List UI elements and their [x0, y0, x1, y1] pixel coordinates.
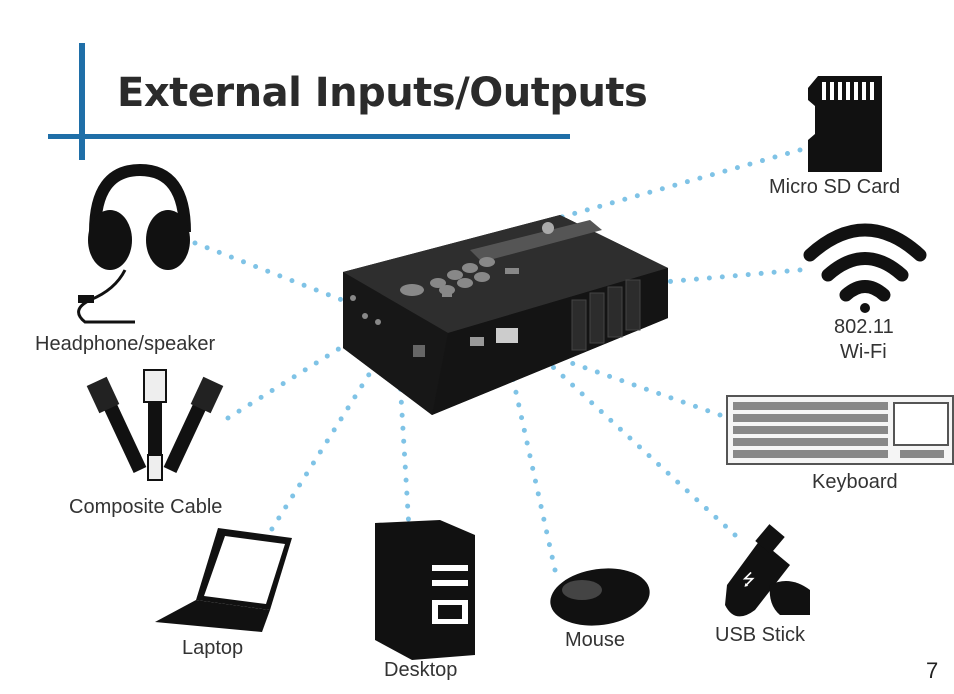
composite-cable-label: Composite Cable [69, 496, 223, 518]
page-number: 7 [926, 658, 939, 683]
line-laptop [262, 362, 378, 543]
laptop-icon [155, 528, 292, 632]
title-accent-bar-horizontal [48, 134, 570, 139]
keyboard-icon [726, 395, 954, 465]
usb-stick-icon: ⭍ [725, 524, 810, 617]
wifi-icon [803, 223, 927, 313]
line-desktop [397, 377, 413, 548]
wifi-label-line2: Wi-Fi [840, 341, 887, 363]
micro-sd-label: Micro SD Card [769, 176, 901, 198]
line-keyboard [517, 342, 723, 418]
desktop-label: Desktop [384, 659, 458, 681]
keyboard-label: Keyboard [812, 471, 898, 493]
projector-device [343, 215, 668, 415]
line-usb [537, 352, 738, 538]
mouse-icon [550, 568, 650, 626]
headphone-icon [77, 163, 191, 324]
page-title: External Inputs/Outputs [117, 70, 648, 116]
headphone-label: Headphone/speaker [35, 333, 216, 355]
svg-text:⭍: ⭍ [742, 570, 755, 589]
micro-sd-icon [808, 76, 882, 172]
line-headphone [192, 240, 345, 303]
laptop-label: Laptop [182, 637, 244, 659]
mouse-label: Mouse [565, 629, 626, 651]
composite-cable-icon [86, 369, 224, 481]
line-composite [225, 342, 348, 421]
wifi-label-line1: 802.11 [834, 316, 894, 338]
usb-stick-label: USB Stick [715, 624, 806, 646]
title-accent-bar-vertical [79, 43, 85, 160]
line-mouse [507, 362, 558, 573]
connection-lines [192, 147, 803, 573]
desktop-icon [375, 520, 475, 660]
